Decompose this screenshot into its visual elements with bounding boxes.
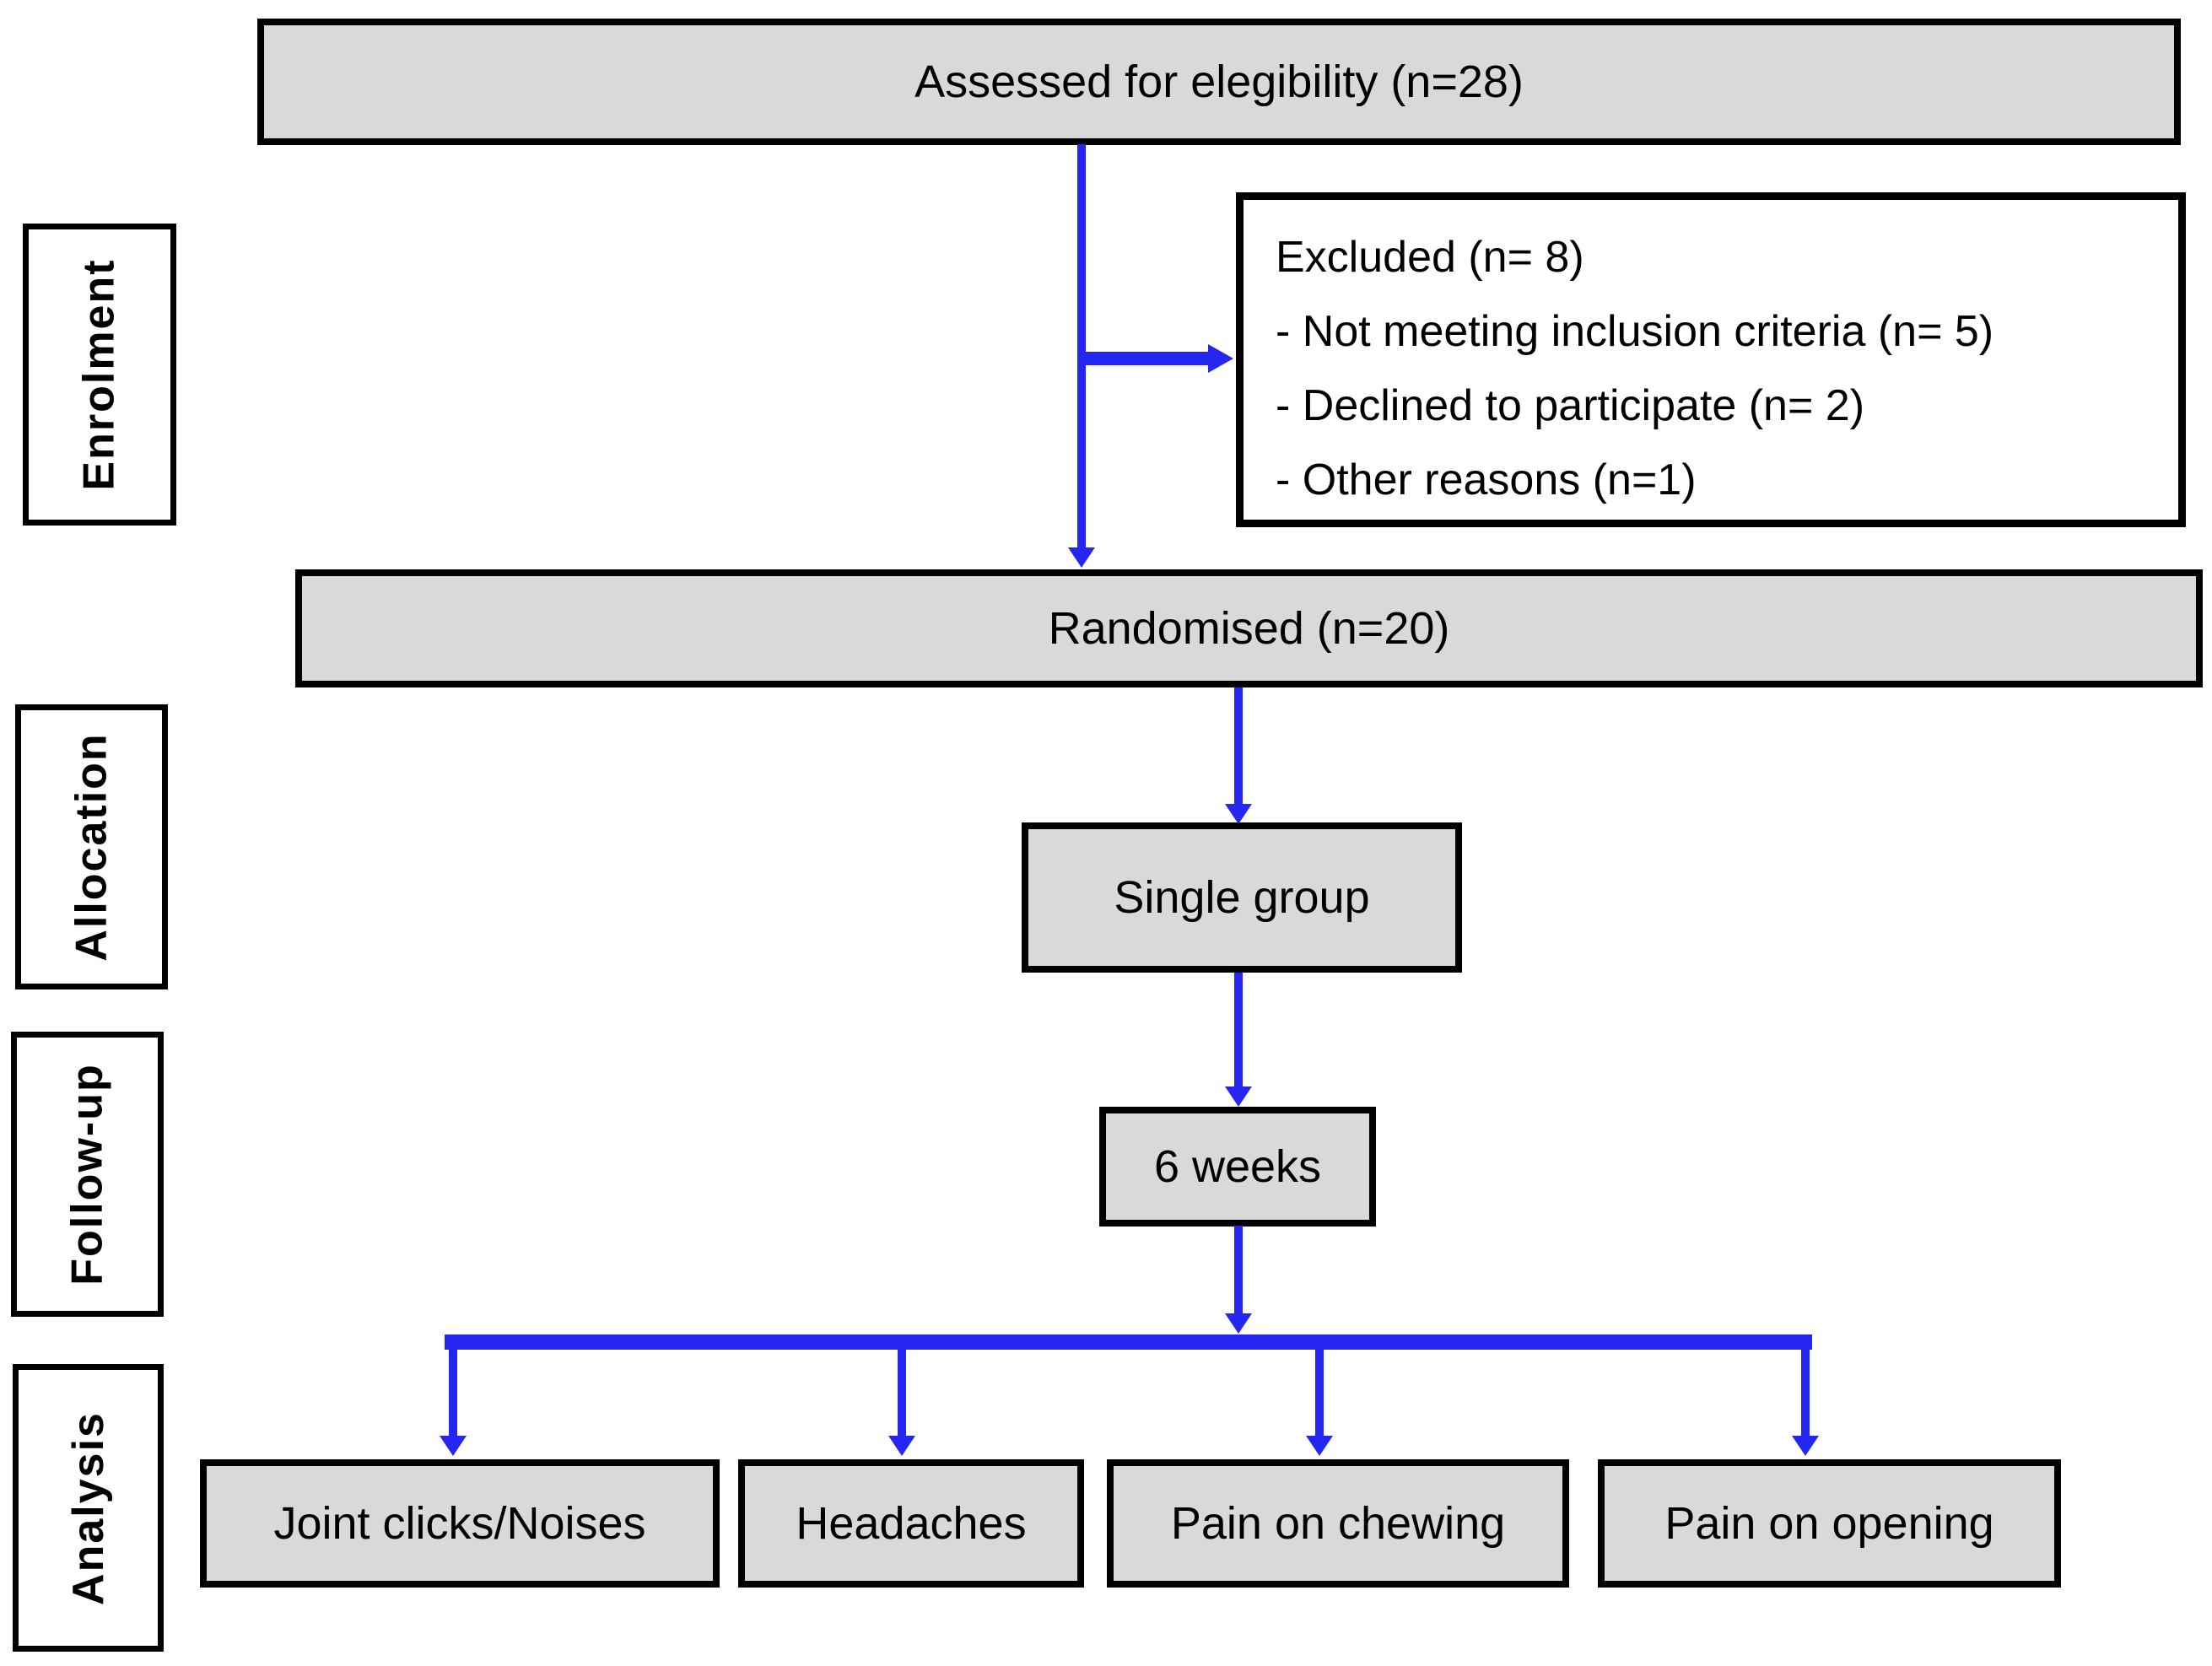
six-weeks-box-label: 6 weeks [1153,1141,1322,1192]
stage-label-text: Follow-up [62,1063,112,1286]
arrowhead-right [1208,344,1233,373]
connector-single-group-to-six-weeks [1234,973,1243,1086]
outcome-box-label: Pain on opening [1664,1498,1994,1549]
excluded-reason: - Declined to participate (n= 2) [1276,381,1865,430]
connector-bar-to-headaches [898,1350,906,1436]
stage-label-text: Allocation [67,732,116,962]
stage-label-text: Analysis [63,1410,113,1605]
excluded-reason: - Not meeting inclusion criteria (n= 5) [1276,307,1994,356]
arrowhead-down [440,1436,467,1456]
arrowhead-down [1306,1436,1333,1456]
connector-randomised-to-single-group [1234,687,1243,804]
connector-bar-to-pain-opening [1801,1350,1810,1436]
six-weeks-box: 6 weeks [1099,1107,1376,1227]
outcome-box-pain-opening: Pain on opening [1598,1459,2061,1588]
outcome-box-label: Headaches [796,1498,1027,1549]
arrowhead-down [1225,1313,1252,1334]
arrowhead-down [1225,804,1252,824]
outcome-box-headaches: Headaches [738,1459,1084,1588]
connector-six-weeks-to-bar [1234,1226,1243,1313]
stage-label-allocation: Allocation [15,704,168,989]
single-group-box: Single group [1022,822,1462,973]
stage-label-follow-up: Follow-up [11,1032,164,1317]
connector-to-excluded [1082,352,1208,365]
randomised-box-label: Randomised (n=20) [1048,603,1450,654]
single-group-box-label: Single group [1114,872,1370,923]
outcome-box-joint-clicks: Joint clicks/Noises [200,1459,720,1588]
outcome-box-label: Joint clicks/Noises [273,1498,646,1549]
arrowhead-down [1225,1086,1252,1107]
assessed-box: Assessed for elegibility (n=28) [257,19,2181,145]
excluded-reason: - Other reasons (n=1) [1276,456,1697,504]
connector-bar-to-pain-chewing [1315,1350,1324,1436]
stage-label-text: Enrolment [75,258,125,491]
connector-assessed-to-randomised [1077,144,1086,547]
stage-label-analysis: Analysis [13,1364,164,1652]
stage-label-enrolment: Enrolment [23,224,176,526]
outcome-box-pain-chewing: Pain on chewing [1107,1459,1569,1588]
connector-distribution-bar [445,1334,1812,1350]
arrowhead-down [888,1436,915,1456]
outcome-box-label: Pain on chewing [1170,1498,1506,1549]
excluded-box: Excluded (n= 8) - Not meeting inclusion … [1236,192,2186,527]
connector-bar-to-joint-clicks [449,1350,457,1436]
excluded-title: Excluded (n= 8) [1276,233,1584,282]
arrowhead-down [1068,547,1095,568]
arrowhead-down [1792,1436,1819,1456]
randomised-box: Randomised (n=20) [295,569,2203,687]
assessed-box-label: Assessed for elegibility (n=28) [914,57,1524,107]
